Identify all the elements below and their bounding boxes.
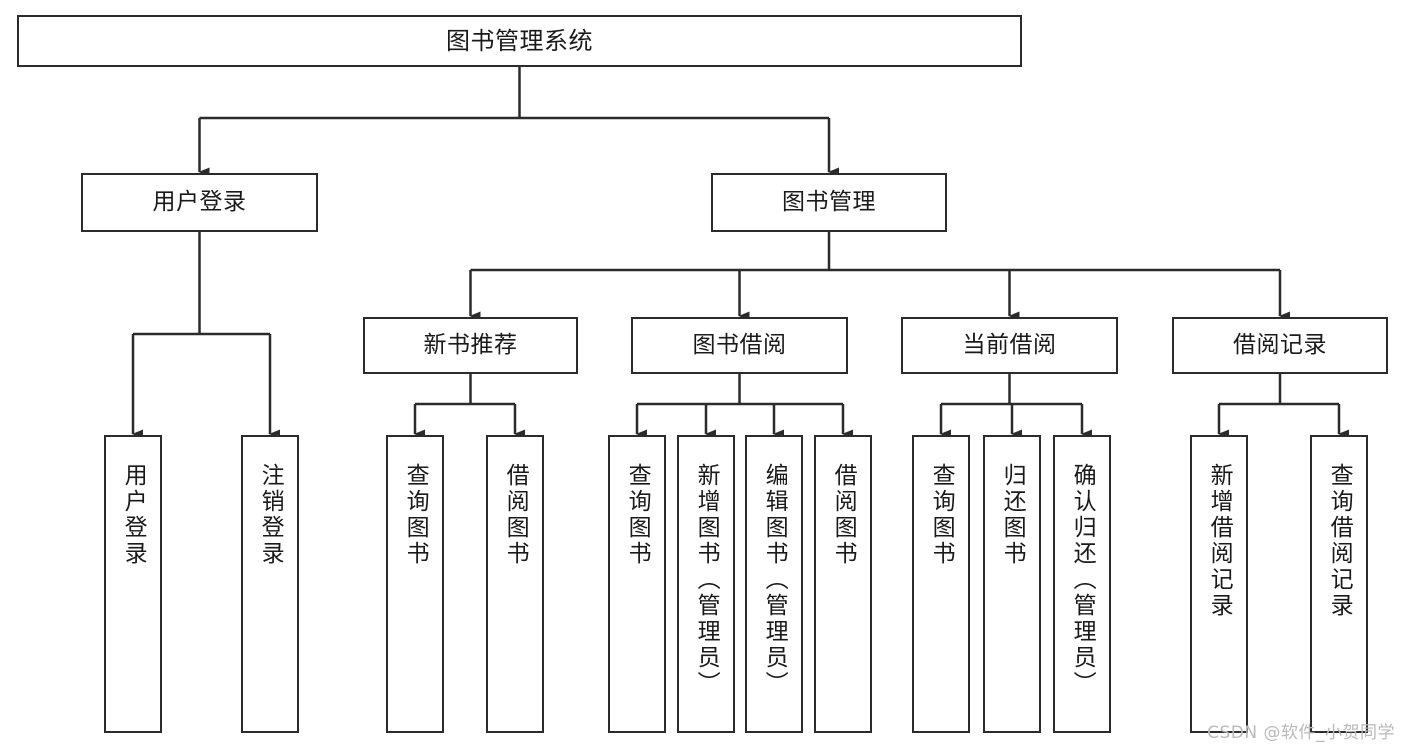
leaf-current-query-book-label: 查询图书 xyxy=(928,463,955,567)
leaf-borrow-query-book[interactable]: 查询图书 xyxy=(608,435,666,733)
leaf-record-add[interactable]: 新增借阅记录 xyxy=(1190,435,1248,733)
leaf-borrow-add-book-label: 新增图书（管理员） xyxy=(693,463,720,697)
leaf-borrow-borrow-book[interactable]: 借阅图书 xyxy=(814,435,872,733)
node-loan-record-label: 借阅记录 xyxy=(1233,331,1327,358)
node-new-book-recommend-label: 新书推荐 xyxy=(423,331,518,358)
leaf-borrow-query-book-label: 查询图书 xyxy=(624,463,651,567)
connector-edges xyxy=(131,67,1349,439)
leaf-current-query-book[interactable]: 查询图书 xyxy=(912,435,970,733)
node-user-login-label: 用户登录 xyxy=(152,188,247,215)
leaf-recommend-query-book[interactable]: 查询图书 xyxy=(386,435,444,733)
node-new-book-recommend[interactable]: 新书推荐 xyxy=(363,317,578,374)
leaf-current-confirm-return-label: 确认归还（管理员） xyxy=(1069,463,1096,697)
leaf-borrow-edit-book[interactable]: 编辑图书（管理员） xyxy=(745,435,803,733)
leaf-user-login-label: 用户登录 xyxy=(120,463,147,567)
node-book-borrow-label: 图书借阅 xyxy=(692,331,787,358)
leaf-current-return-book[interactable]: 归还图书 xyxy=(983,435,1041,733)
leaf-record-query[interactable]: 查询借阅记录 xyxy=(1310,435,1368,733)
leaf-record-query-label: 查询借阅记录 xyxy=(1326,463,1353,619)
leaf-borrow-borrow-book-label: 借阅图书 xyxy=(830,463,857,567)
leaf-user-logout[interactable]: 注销登录 xyxy=(241,435,299,733)
node-book-management-label: 图书管理 xyxy=(782,188,876,215)
leaf-recommend-query-book-label: 查询图书 xyxy=(402,463,429,567)
leaf-current-confirm-return[interactable]: 确认归还（管理员） xyxy=(1053,435,1111,733)
node-root-label: 图书管理系统 xyxy=(446,26,593,55)
csdn-watermark: CSDN @软件_小贺同学 xyxy=(1207,723,1395,743)
leaf-user-login[interactable]: 用户登录 xyxy=(104,435,162,733)
node-book-management[interactable]: 图书管理 xyxy=(711,173,947,232)
node-loan-record[interactable]: 借阅记录 xyxy=(1172,317,1388,374)
leaf-current-return-book-label: 归还图书 xyxy=(999,463,1026,567)
node-book-borrow[interactable]: 图书借阅 xyxy=(631,317,848,374)
node-root[interactable]: 图书管理系统 xyxy=(17,15,1022,67)
node-current-loan-label: 当前借阅 xyxy=(962,331,1057,358)
leaf-recommend-borrow-book-label: 借阅图书 xyxy=(502,463,529,567)
leaf-borrow-add-book[interactable]: 新增图书（管理员） xyxy=(677,435,735,733)
leaf-user-logout-label: 注销登录 xyxy=(257,463,284,567)
node-current-loan[interactable]: 当前借阅 xyxy=(901,317,1118,374)
node-user-login[interactable]: 用户登录 xyxy=(81,173,318,232)
leaf-recommend-borrow-book[interactable]: 借阅图书 xyxy=(486,435,544,733)
leaf-record-add-label: 新增借阅记录 xyxy=(1206,463,1233,619)
leaf-borrow-edit-book-label: 编辑图书（管理员） xyxy=(761,463,788,697)
